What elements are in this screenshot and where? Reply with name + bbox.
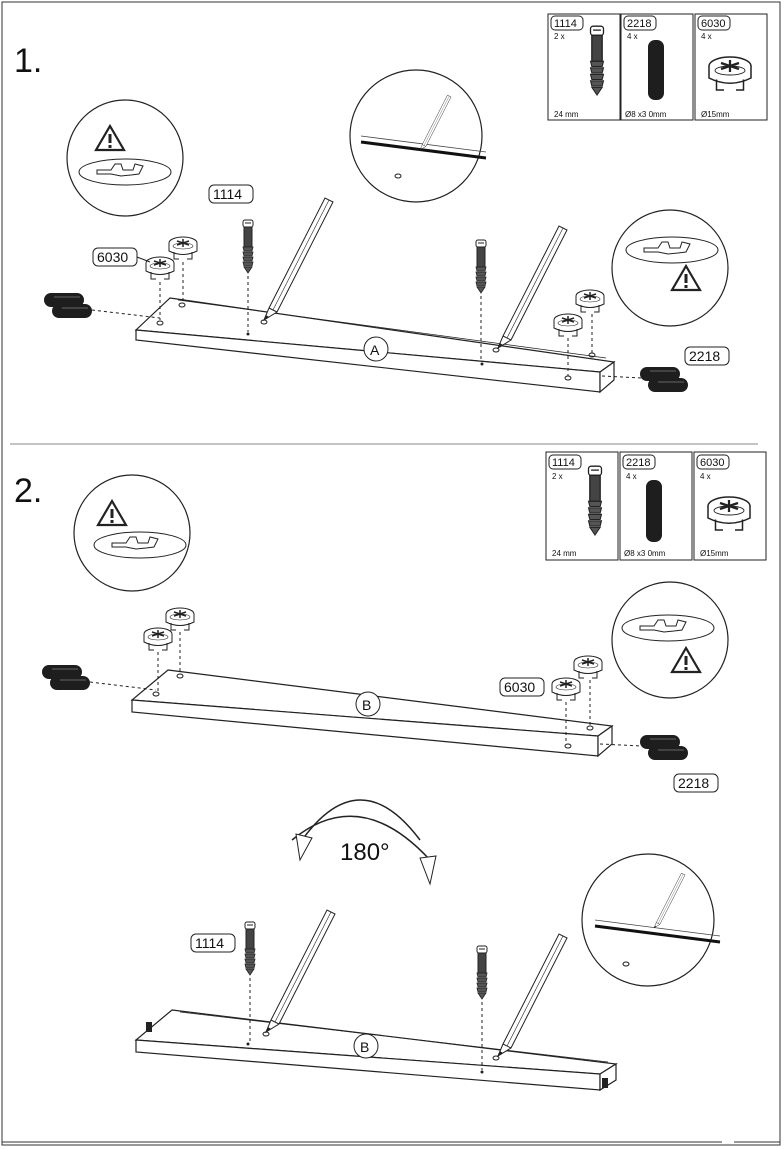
- svg-text:1114: 1114: [213, 186, 242, 202]
- cam-lock-icon: [573, 655, 603, 679]
- part-code: 1114: [554, 18, 577, 30]
- step-1: 1. 1114 2 x 24 mm 2218 4 x Ø8 x3 0mm: [14, 13, 768, 394]
- callout-cam: 6030: [92, 247, 151, 267]
- cam-bolt-icon: [589, 25, 605, 96]
- wooden-dowel-icon: [639, 734, 689, 761]
- warning-detail-left: [73, 474, 191, 592]
- part-qty: 4 x: [626, 472, 637, 481]
- cam-lock-icon: [553, 313, 583, 337]
- wooden-dowel-icon: [41, 664, 91, 691]
- part-qty: 4 x: [700, 472, 711, 481]
- parts-legend: 1114 2 x 24 mm 2218 4 x Ø8 x3 0mm 6030 4…: [545, 451, 767, 561]
- cam-lock-icon: [168, 236, 198, 260]
- part-spec: 24 mm: [552, 549, 577, 558]
- part-spec: Ø8 x3 0mm: [625, 110, 667, 119]
- pencil-mark-detail: [581, 853, 722, 987]
- warning-detail-left: [66, 99, 184, 217]
- svg-text:2218: 2218: [689, 348, 720, 364]
- pencil-icon: [265, 909, 336, 1033]
- part-code: 6030: [700, 457, 724, 469]
- callout-dowel: 2218: [684, 346, 730, 366]
- board-a: A: [134, 297, 616, 394]
- part-card-1114: 1114 2 x 24 mm: [545, 451, 619, 561]
- rotation-label: 180°: [340, 839, 390, 866]
- parts-legend: 1114 2 x 24 mm 2218 4 x Ø8 x3 0mm 6030 4…: [547, 13, 768, 121]
- pencil-mark-detail: [349, 69, 488, 203]
- board-label: A: [370, 342, 380, 358]
- wooden-dowel-icon: [648, 40, 664, 100]
- svg-text:6030: 6030: [97, 249, 128, 265]
- step-2: 2. 1114 2 x 24 mm 2218 4 x Ø8 x3 0mm: [14, 451, 767, 1092]
- board-b-flipped: B: [134, 1009, 618, 1092]
- board-b: B: [130, 669, 614, 758]
- part-card-6030: 6030 4 x Ø15mm: [693, 451, 767, 561]
- svg-text:2218: 2218: [678, 775, 709, 791]
- cam-lock-icon: [143, 627, 173, 651]
- part-code: 6030: [701, 18, 725, 30]
- step-number: 2.: [14, 472, 42, 510]
- cam-lock-icon: [575, 289, 605, 313]
- wooden-dowel-icon: [639, 366, 689, 393]
- part-code: 1114: [552, 457, 575, 469]
- part-spec: Ø8 x3 0mm: [624, 549, 666, 558]
- part-code: 2218: [627, 18, 651, 30]
- cam-lock-icon: [145, 256, 175, 280]
- wooden-dowel-icon: [43, 292, 93, 319]
- cam-bolt-icon: [476, 945, 488, 1000]
- cam-bolt-icon: [242, 219, 254, 274]
- step-number: 1.: [14, 42, 42, 80]
- board-label: B: [360, 1039, 369, 1055]
- part-card-1114: 1114 2 x 24 mm: [547, 13, 621, 121]
- part-qty: 4 x: [701, 32, 712, 41]
- callout-bolt: 1114: [208, 184, 254, 204]
- wooden-dowel-icon: [646, 480, 662, 542]
- warning-detail-right: [611, 581, 729, 699]
- part-code: 2218: [626, 457, 650, 469]
- part-spec: Ø15mm: [701, 110, 730, 119]
- part-card-2218: 2218 4 x Ø8 x3 0mm: [619, 451, 693, 561]
- callout-cam: 6030: [499, 677, 545, 697]
- board-label: B: [362, 697, 371, 713]
- callout-bolt: 1114: [190, 933, 236, 953]
- callout-dowel: 2218: [673, 773, 719, 793]
- cam-bolt-icon: [475, 239, 487, 294]
- pencil-icon: [263, 197, 334, 321]
- rotate-arrow: 180°: [291, 799, 437, 886]
- part-qty: 2 x: [554, 32, 565, 41]
- cam-lock-icon: [165, 607, 195, 631]
- warning-detail-right: [611, 209, 729, 327]
- part-spec: 24 mm: [554, 110, 579, 119]
- svg-text:6030: 6030: [504, 679, 535, 695]
- svg-text:1114: 1114: [195, 935, 224, 951]
- part-qty: 2 x: [552, 472, 563, 481]
- cam-bolt-icon: [587, 465, 603, 536]
- part-card-6030: 6030 4 x Ø15mm: [694, 13, 768, 121]
- part-spec: Ø15mm: [700, 549, 729, 558]
- cam-bolt-icon: [244, 921, 256, 976]
- part-card-2218: 2218 4 x Ø8 x3 0mm: [620, 13, 694, 121]
- pencil-icon: [497, 933, 568, 1057]
- cam-lock-icon: [551, 677, 581, 701]
- part-qty: 4 x: [627, 32, 638, 41]
